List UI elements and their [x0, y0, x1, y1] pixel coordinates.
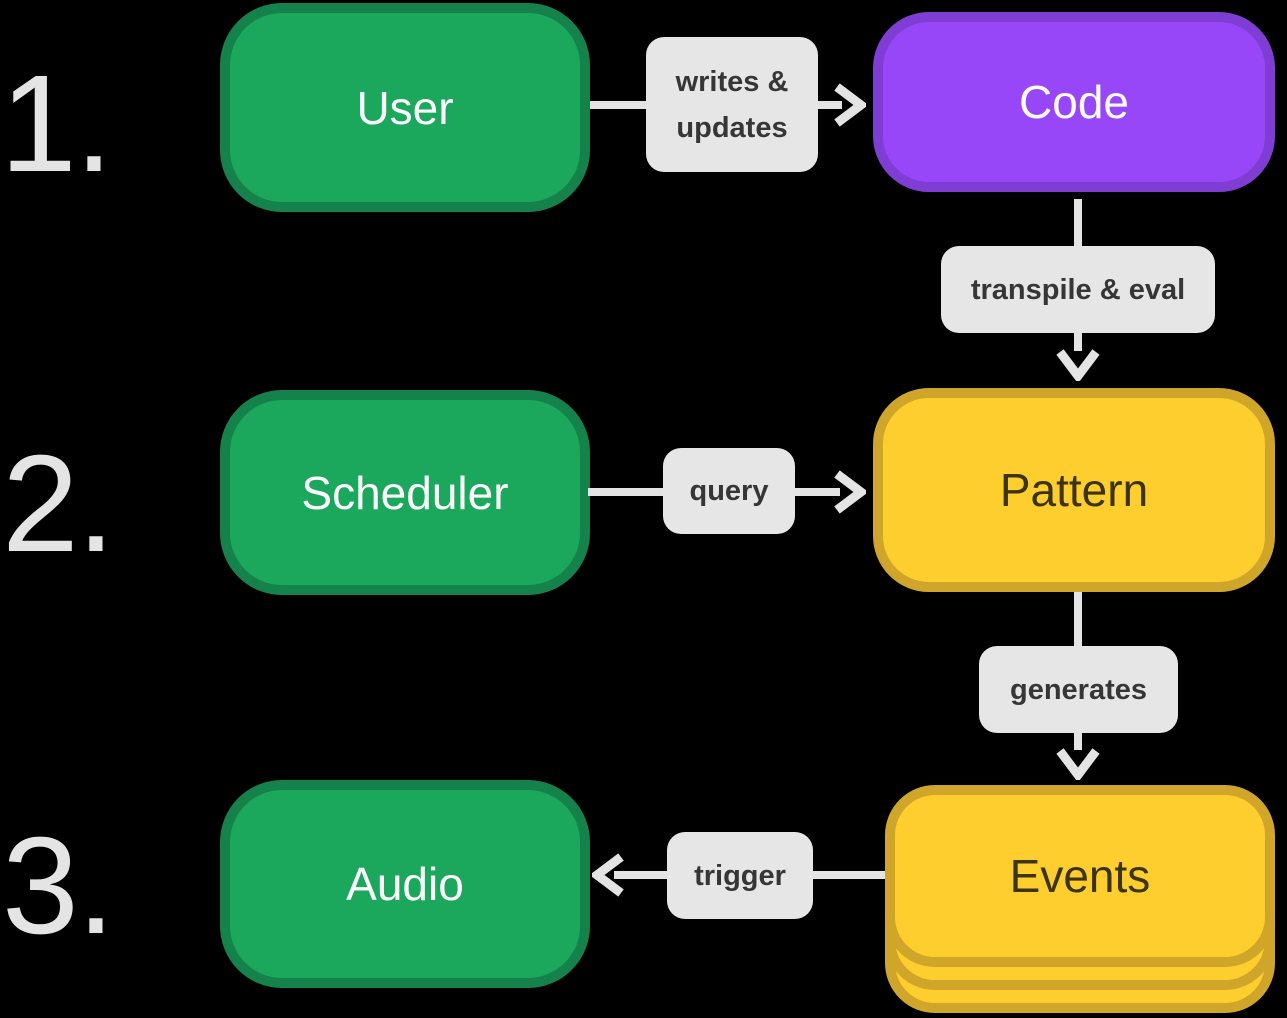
arrow-line-label-to-events	[1074, 733, 1082, 750]
node-code-label: Code	[1019, 76, 1129, 128]
arrowhead-down-icon	[1056, 349, 1100, 381]
edge-label-writes-updates: writes & updates	[646, 37, 818, 172]
arrow-line-user-to-label	[590, 101, 646, 109]
arrowhead-left-icon	[592, 853, 624, 897]
node-events: Events	[885, 785, 1275, 967]
step-number-1: 1.	[0, 47, 113, 201]
step-number-3: 3.	[2, 809, 115, 963]
edge-label-generates: generates	[979, 646, 1178, 733]
node-scheduler-label: Scheduler	[301, 466, 509, 519]
arrow-line-scheduler-to-label	[588, 488, 663, 496]
arrow-line-code-to-label	[1074, 199, 1082, 246]
node-events-label: Events	[1009, 850, 1151, 902]
arrow-line-label-to-pattern	[1074, 333, 1082, 351]
node-pattern-label: Pattern	[999, 464, 1149, 516]
arrowhead-down-icon	[1056, 748, 1100, 780]
arrow-line-pattern-to-label	[1074, 592, 1082, 646]
arrow-line-chevron-to-label	[614, 871, 667, 879]
node-code: Code	[873, 12, 1275, 192]
arrow-line-label-to-code	[818, 101, 842, 109]
node-audio: Audio	[220, 780, 590, 988]
node-user-label: User	[356, 81, 454, 134]
node-user: User	[220, 3, 590, 212]
node-scheduler: Scheduler	[220, 390, 590, 595]
edge-label-query: query	[663, 448, 795, 534]
step-number-2: 2.	[2, 427, 115, 581]
edge-label-trigger: trigger	[667, 832, 813, 919]
node-audio-label: Audio	[346, 858, 464, 910]
node-pattern: Pattern	[873, 388, 1275, 592]
arrowhead-right-icon	[834, 470, 866, 514]
arrow-line-events-to-label	[812, 871, 888, 879]
edge-label-transpile-eval: transpile & eval	[941, 246, 1215, 333]
arrow-line-label-to-pattern-h	[795, 488, 840, 496]
arrowhead-right-icon	[834, 83, 866, 127]
